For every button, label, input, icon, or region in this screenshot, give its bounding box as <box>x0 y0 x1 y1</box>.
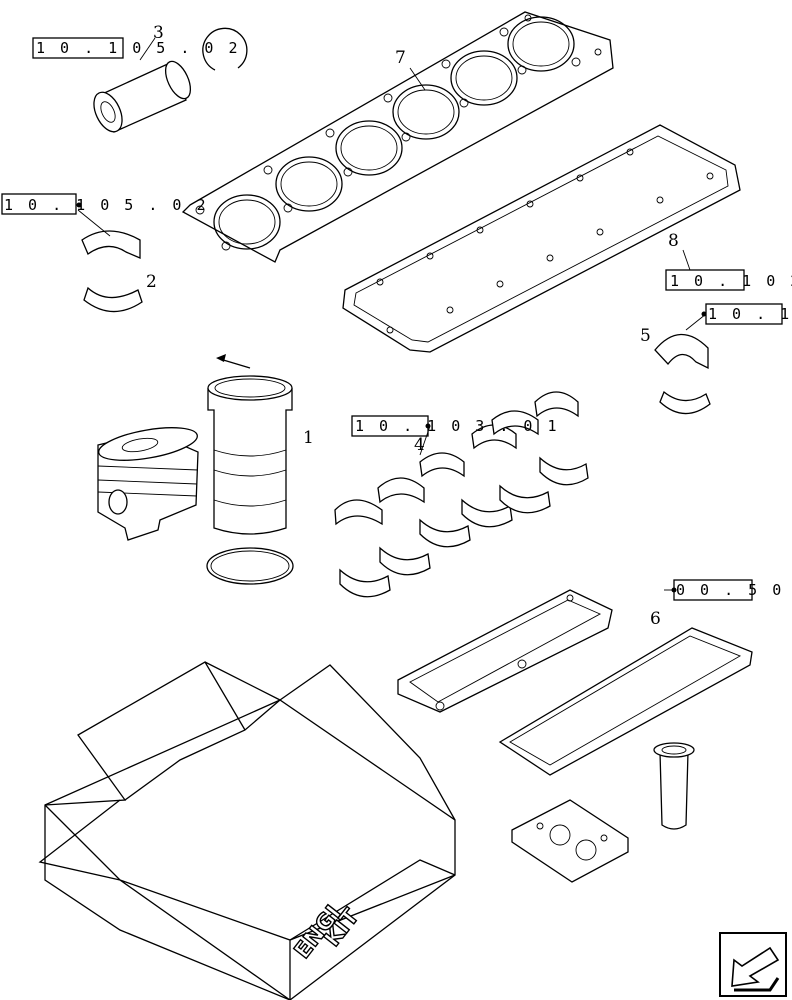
flange-gasket <box>511 799 629 883</box>
oil-pan-gasket <box>342 124 741 353</box>
cylinder-head-gasket <box>181 11 614 263</box>
main-bearing-set <box>334 391 589 598</box>
thrust-bearing <box>654 333 711 415</box>
reference-label: 1 0 . 1 0 5 . 0 2 <box>4 196 209 214</box>
piston <box>97 427 199 541</box>
item-number-5: 5 <box>640 326 651 346</box>
item-number-3: 3 <box>153 23 164 43</box>
reference-label: 1 0 . 1 0 <box>708 305 792 323</box>
reference-label: 1 0 . 1 0 3 . 0 1 <box>355 417 560 435</box>
item-number-2: 2 <box>146 272 157 292</box>
connecting-rod-bearing-lower <box>83 286 143 313</box>
timing-cover-gasket <box>397 589 613 713</box>
item-number-7: 7 <box>395 48 406 68</box>
item-number-8: 8 <box>668 231 679 251</box>
engine-kit-box <box>38 661 456 1000</box>
connecting-rod-bearing-upper <box>81 230 141 259</box>
reference-label: 1 0 . 1 0 5 . 0 2 <box>36 39 241 57</box>
reference-label: 1 0 . 1 0 2 . 0 <box>670 272 792 290</box>
item-number-1: 1 <box>303 428 314 448</box>
item-number-6: 6 <box>650 609 661 629</box>
snap-ring <box>202 27 248 71</box>
item-number-4: 4 <box>414 435 425 455</box>
piston-pin <box>93 60 192 133</box>
leader-lines <box>77 37 707 591</box>
page-turn-arrow-icon[interactable] <box>719 932 787 997</box>
cylinder-liner <box>206 375 294 585</box>
rocker-cover-gasket <box>498 627 753 776</box>
reference-label: 0 0 . 5 0 0 . <box>676 581 792 599</box>
sleeve <box>653 742 695 830</box>
